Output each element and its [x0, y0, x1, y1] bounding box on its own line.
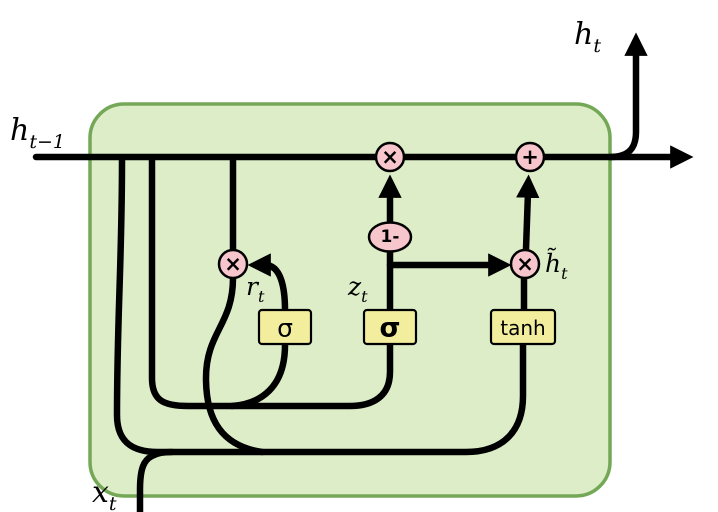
- tanh-box: tanh: [489, 308, 557, 346]
- x-in-label: xt: [92, 475, 117, 512]
- update-sigma-box: σ: [362, 308, 418, 346]
- multiply-to-add-wire: [516, 174, 540, 253]
- input-xt-wire: [136, 448, 176, 512]
- multiply-icon: [217, 248, 249, 280]
- plus-glyph: +: [521, 145, 539, 169]
- multiply-glyph: ×: [381, 145, 399, 169]
- r-gate-label: rt: [246, 272, 265, 306]
- reset-sigma-feed-wire: [228, 341, 289, 410]
- tanh-box-rect: [489, 308, 557, 346]
- h-out-label: ht: [574, 17, 601, 57]
- hidden-branch-to-tanh-wire: [113, 156, 527, 456]
- output-up-wire: [606, 32, 648, 161]
- hidden-multiply-node: ×: [374, 141, 406, 173]
- one-minus-node: 1-: [367, 221, 413, 253]
- multiply-icon: [374, 141, 406, 173]
- sigma-r-to-multiply-wire: [247, 253, 289, 314]
- h-prev-label: ht−1: [10, 113, 65, 153]
- connection-wires: [32, 32, 694, 512]
- reset-multiply-bottom-wire: [202, 274, 266, 456]
- sigma-label: σ: [277, 314, 293, 343]
- multiply-glyph: ×: [516, 252, 534, 276]
- tanh-label: tanh: [500, 316, 545, 340]
- plus-icon: [514, 141, 546, 173]
- sigma-box-rect: [362, 308, 418, 346]
- z-gate-label: zt: [347, 272, 368, 306]
- gru-cell-body: [88, 102, 612, 498]
- reset-sigma-box: σ: [257, 308, 313, 346]
- sigma-label: σ: [379, 313, 400, 344]
- multiply-glyph: ×: [224, 252, 242, 276]
- h-candidate-label: h̃t: [545, 249, 568, 283]
- one-minus-glyph: 1-: [381, 227, 400, 247]
- candidate-multiply-node: ×: [509, 248, 541, 280]
- one-minus-icon: [367, 221, 413, 253]
- add-node: +: [514, 141, 546, 173]
- sigma-box-rect: [257, 308, 313, 346]
- reset-multiply-node: ×: [217, 248, 249, 280]
- multiply-icon: [509, 248, 541, 280]
- gates-feed-wire: [148, 156, 394, 410]
